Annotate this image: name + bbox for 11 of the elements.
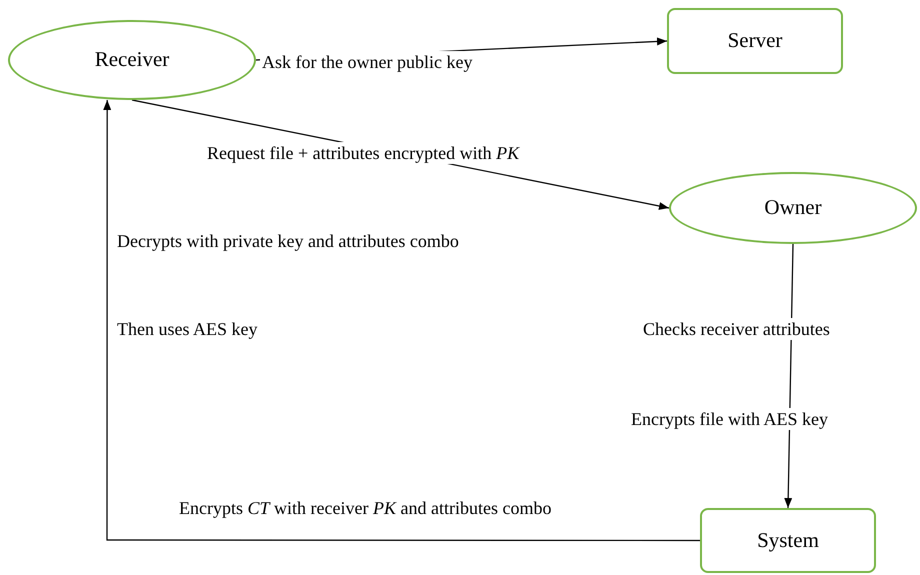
process-box: [700, 508, 876, 573]
node-label: Receiver: [94, 46, 170, 74]
edge-label: Ask for the owner public key: [260, 51, 474, 73]
process-box: [667, 8, 843, 74]
node-label: Owner: [764, 194, 822, 222]
edge-label: Checks receiver attributes: [641, 318, 832, 340]
edge-label: Request file + attributes encrypted with PK: [205, 142, 522, 164]
note-text: Encrypts file with AES key: [629, 408, 830, 430]
arrow: [103, 100, 700, 542]
node-label: Server: [728, 27, 782, 54]
node-label: System: [757, 526, 819, 554]
